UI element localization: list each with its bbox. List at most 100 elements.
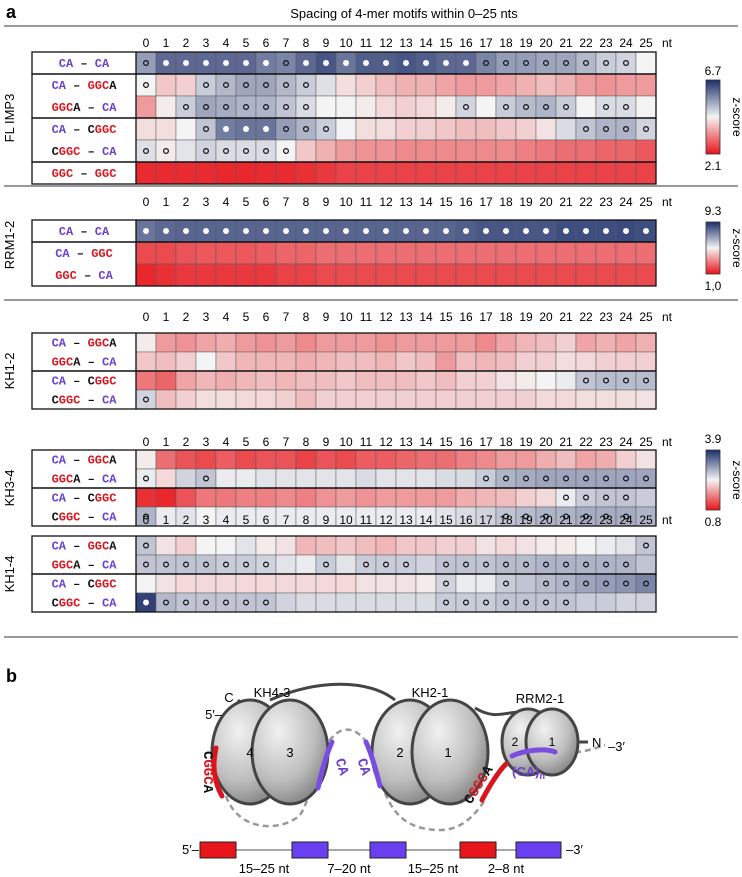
heatmap-cell bbox=[195, 117, 217, 141]
heatmap-cell bbox=[415, 554, 437, 575]
heatmap-cell bbox=[495, 139, 517, 163]
heatmap-cell bbox=[395, 554, 417, 575]
tick-label: 20 bbox=[539, 513, 553, 527]
tick-label: 22 bbox=[579, 513, 593, 527]
heatmap-cell bbox=[135, 139, 157, 163]
heatmap-cell bbox=[175, 535, 197, 556]
ca-motif-1-strand bbox=[315, 739, 335, 791]
significance-dot bbox=[463, 228, 470, 235]
heatmap-cell bbox=[315, 161, 337, 185]
heatmap-cell bbox=[575, 370, 597, 391]
heatmap-cell bbox=[475, 161, 497, 185]
heatmap-cell bbox=[575, 73, 597, 97]
heatmap-cell bbox=[475, 554, 497, 575]
significance-dot bbox=[283, 125, 290, 132]
significance-dot bbox=[642, 475, 649, 482]
heatmap-cell bbox=[395, 487, 417, 508]
heatmap-cell bbox=[395, 263, 417, 287]
significance-dot bbox=[283, 59, 290, 66]
heatmap-cell bbox=[595, 139, 617, 163]
significance-dot bbox=[383, 228, 390, 235]
heatmap-cell bbox=[195, 554, 217, 575]
heatmap-cell bbox=[475, 139, 497, 163]
tick-label: 1 bbox=[163, 36, 170, 50]
heatmap-cell bbox=[335, 554, 357, 575]
linear-3prime: –3′ bbox=[566, 842, 583, 857]
rrm1-number: 1 bbox=[549, 735, 556, 749]
heatmap-cell bbox=[295, 95, 317, 119]
heatmap-cell bbox=[275, 389, 297, 410]
heatmap-cell bbox=[615, 241, 637, 265]
heatmap-cell bbox=[395, 161, 417, 185]
heatmap-cell bbox=[435, 389, 457, 410]
heatmap-cell bbox=[495, 332, 517, 353]
heatmap-cell bbox=[615, 554, 637, 575]
heatmap-cell bbox=[295, 468, 317, 489]
heatmap-cell bbox=[555, 95, 577, 119]
significance-dot bbox=[622, 125, 629, 132]
heatmap-cell bbox=[495, 95, 517, 119]
heatmap-cell bbox=[555, 263, 577, 287]
row-label: CA – CGGC bbox=[52, 492, 117, 506]
heatmap-cell bbox=[455, 592, 477, 613]
heatmap-cell bbox=[595, 241, 617, 265]
significance-dot bbox=[503, 561, 510, 568]
row-label: CA – GGCA bbox=[52, 454, 118, 468]
heatmap-cell bbox=[335, 370, 357, 391]
heatmap-cell bbox=[315, 263, 337, 287]
heatmap-cell bbox=[275, 241, 297, 265]
heatmap-cell bbox=[275, 51, 297, 75]
heatmap-cell bbox=[515, 351, 537, 372]
heatmap-cell bbox=[395, 535, 417, 556]
tick-label: 22 bbox=[579, 310, 593, 324]
heatmap-cell bbox=[135, 554, 157, 575]
tick-label: 10 bbox=[339, 513, 353, 527]
heatmap-cell bbox=[235, 73, 257, 97]
significance-dot bbox=[163, 148, 170, 155]
significance-dot bbox=[582, 513, 589, 520]
significance-dot bbox=[143, 81, 150, 88]
heatmap-cell bbox=[275, 487, 297, 508]
tick-label: 22 bbox=[579, 195, 593, 209]
heatmap-cell bbox=[335, 263, 357, 287]
tick-label: 0 bbox=[143, 36, 150, 50]
heatmap-cell bbox=[215, 241, 237, 265]
heatmap-cell bbox=[295, 263, 317, 287]
rrm2-1-label: RRM2-1 bbox=[516, 691, 564, 706]
heatmap-cell bbox=[615, 139, 637, 163]
heatmap-cell bbox=[175, 592, 197, 613]
heatmap-cell bbox=[515, 241, 537, 265]
rrm2-number: 2 bbox=[512, 735, 519, 749]
heatmap-cell bbox=[475, 263, 497, 287]
heatmap-cell bbox=[295, 241, 317, 265]
heatmap-cell bbox=[295, 161, 317, 185]
tick-label: 18 bbox=[499, 310, 513, 324]
heatmap-cell bbox=[215, 351, 237, 372]
heatmap-cell bbox=[335, 241, 357, 265]
heatmap-cell bbox=[475, 468, 497, 489]
ca-motif-2-label: CA bbox=[353, 757, 374, 778]
heatmap-cell bbox=[435, 332, 457, 353]
heatmap-cell bbox=[175, 370, 197, 391]
heatmap-cell bbox=[315, 370, 337, 391]
heatmap-cell bbox=[275, 117, 297, 141]
heatmap-cell bbox=[355, 449, 377, 470]
heatmap-cell bbox=[575, 332, 597, 353]
significance-dot bbox=[582, 377, 589, 384]
linear-purple-box-2 bbox=[369, 841, 407, 859]
tick-label: 6 bbox=[263, 195, 270, 209]
heatmap-cell bbox=[595, 449, 617, 470]
spacing-3: 15–25 nt bbox=[408, 861, 459, 876]
heatmap-cell bbox=[275, 351, 297, 372]
heatmap-cell bbox=[315, 468, 337, 489]
heatmap-cell bbox=[375, 241, 397, 265]
heatmap-cell bbox=[435, 139, 457, 163]
heatmap-cell bbox=[575, 95, 597, 119]
heatmap-cell bbox=[535, 370, 557, 391]
heatmap-cell bbox=[615, 161, 637, 185]
heatmap-cell bbox=[335, 351, 357, 372]
heatmap-cell bbox=[395, 592, 417, 613]
heatmap-cell bbox=[635, 351, 657, 372]
heatmap-cell bbox=[455, 117, 477, 141]
